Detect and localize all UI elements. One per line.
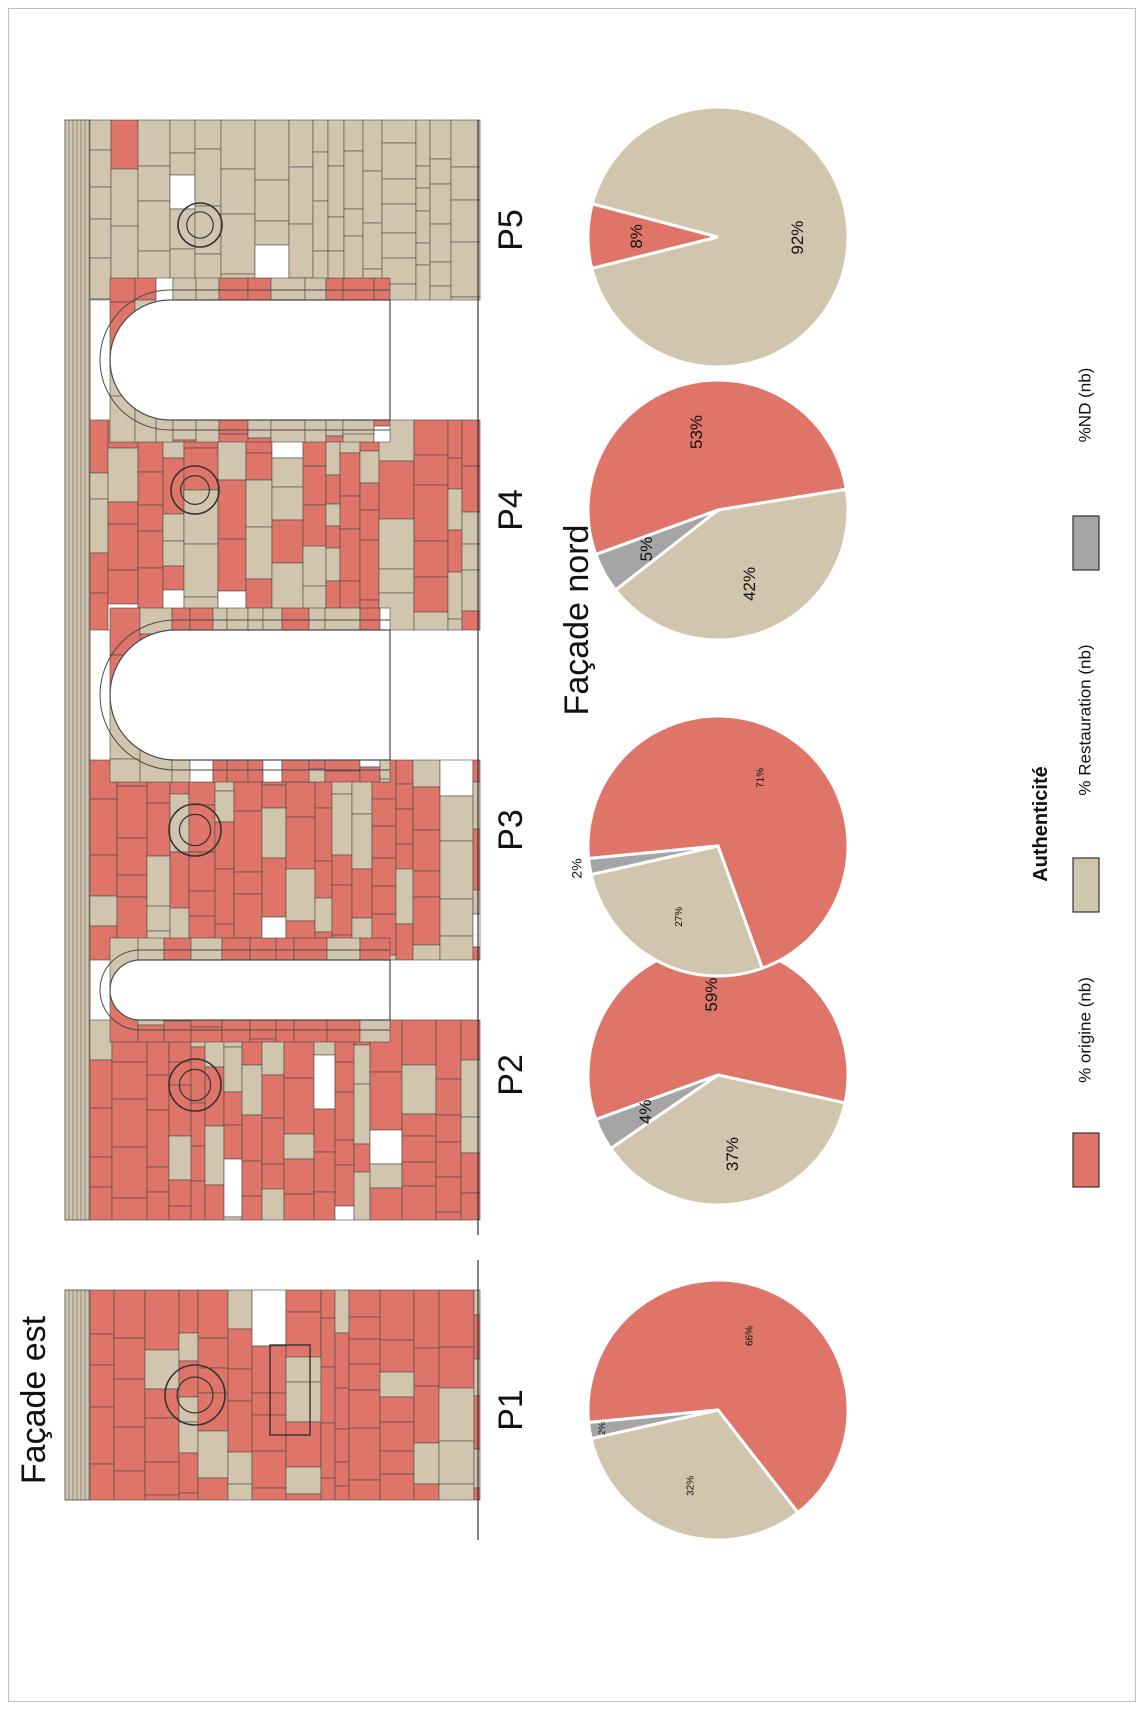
pier-label: P2 <box>492 1054 530 1096</box>
pie-value-label: 5% <box>637 537 656 562</box>
pier-label: P1 <box>492 1389 530 1431</box>
pie-slice <box>613 487 850 642</box>
pie-value-label: 27% <box>674 907 685 927</box>
pie-value-label: 71% <box>756 768 767 788</box>
pie-slice <box>586 378 849 557</box>
pie-value-label: 92% <box>788 221 807 255</box>
pie-slice <box>586 714 850 971</box>
pier-label: P5 <box>492 209 530 251</box>
legend-swatch <box>1072 1132 1100 1188</box>
facade-nord-title: Façade nord <box>558 525 596 716</box>
pie-slice <box>589 844 765 978</box>
pier-label: P3 <box>492 809 530 851</box>
legend-swatch <box>1072 515 1100 571</box>
pie-value-label: 2% <box>597 1422 607 1435</box>
pie-slice <box>590 105 850 369</box>
pie-value-label: 37% <box>723 1137 742 1171</box>
legend-swatch <box>1072 857 1100 913</box>
legend-label: % Restauration (nb) <box>1075 644 1094 795</box>
legend-title: Authenticité <box>1030 766 1052 882</box>
pie-slice <box>589 1408 800 1542</box>
pie-value-label: 32% <box>685 1476 696 1496</box>
pie-slice <box>608 1073 847 1207</box>
pie-slice <box>593 508 719 593</box>
pie-slice <box>586 1408 719 1441</box>
pie-value-label: 4% <box>636 1100 655 1125</box>
pie-charts: 66% 32% 2% 59% 37% 4% 71% 27% 2% 53% 42% 5% 8% 92% <box>569 105 850 1542</box>
pie-value-label: 8% <box>627 224 646 249</box>
legend: Authenticité % origine (nb) % Restauratio… <box>1030 368 1100 1188</box>
pier-labels: P1 P2 P3 P4 P5 <box>492 209 530 1431</box>
pie-slice <box>586 844 719 877</box>
pie-slice <box>593 1073 719 1151</box>
legend-label: % origine (nb) <box>1075 977 1094 1083</box>
pier-label: P4 <box>492 489 530 531</box>
legend-label: %ND (nb) <box>1075 368 1094 443</box>
pie-value-label: 53% <box>687 415 706 449</box>
pie-slice <box>586 1278 850 1515</box>
pie-value-label: 59% <box>702 978 721 1012</box>
facade-est-elevation <box>64 1260 481 1540</box>
pie-value-label: 2% <box>569 858 585 878</box>
facade-nord-elevation <box>64 119 481 1235</box>
pie-value-label: 42% <box>740 567 759 601</box>
pie-value-label: 66% <box>745 1326 756 1346</box>
facade-est-title: Façade est <box>15 1315 53 1484</box>
